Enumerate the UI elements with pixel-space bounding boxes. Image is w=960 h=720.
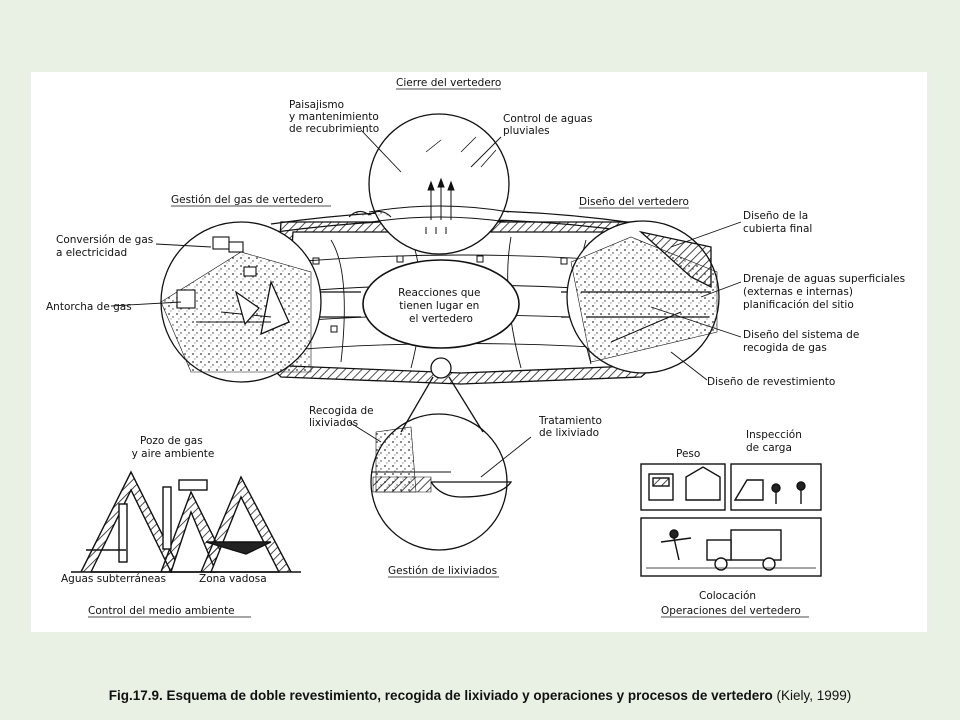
label-landscaping: Paisajismo y mantenimiento de recubrimie… bbox=[289, 99, 382, 135]
landfill-diagram: Cierre del vertedero Gestión del gas de … bbox=[46, 77, 908, 618]
caption-main: Fig.17.9. Esquema de doble revestimiento… bbox=[108, 688, 773, 703]
title-gas-management: Gestión del gas de vertedero bbox=[171, 194, 323, 206]
label-gas-conversion: Conversión de gas a electricidad bbox=[56, 234, 157, 259]
center-ellipse bbox=[362, 259, 520, 349]
title-closure: Cierre del vertedero bbox=[396, 77, 501, 89]
label-stormwater: Control de aguas pluviales bbox=[503, 113, 596, 137]
label-final-cover: Diseño de la cubierta final bbox=[743, 210, 812, 235]
label-gas-collection-design: Diseño del sistema de recogida de gas bbox=[743, 329, 863, 354]
title-landfill-operations: Operaciones del vertedero bbox=[661, 605, 801, 617]
title-leachate-management: Gestión de lixiviados bbox=[388, 565, 497, 577]
label-leachate-treatment: Tratamiento de lixiviado bbox=[538, 415, 605, 439]
label-weight: Peso bbox=[676, 448, 700, 460]
figure-caption: Fig.17.9. Esquema de doble revestimiento… bbox=[0, 688, 960, 703]
label-liner-design: Diseño de revestimiento bbox=[707, 376, 835, 388]
label-surface-drainage: Drenaje de aguas superficiales (externas… bbox=[743, 273, 908, 311]
center-text: Reacciones que tienen lugar en el verted… bbox=[398, 287, 484, 325]
label-load-inspection: Inspección de carga bbox=[746, 429, 805, 454]
label-placement: Colocación bbox=[699, 590, 756, 602]
diagram-panel: Cierre del vertedero Gestión del gas de … bbox=[31, 72, 927, 632]
environment-triangles bbox=[71, 470, 301, 573]
title-landfill-design: Diseño del vertedero bbox=[579, 196, 689, 208]
title-environment-control: Control del medio ambiente bbox=[88, 605, 235, 617]
label-groundwater: Aguas subterráneas bbox=[61, 573, 166, 585]
label-gas-well: Pozo de gas y aire ambiente bbox=[132, 435, 215, 460]
caption-citation: (Kiely, 1999) bbox=[776, 688, 852, 703]
label-vadose-zone: Zona vadosa bbox=[199, 573, 267, 585]
label-leachate-collection: Recogida de lixiviados bbox=[309, 405, 377, 429]
operations-boxes bbox=[640, 463, 822, 577]
label-gas-flare: Antorcha de gas bbox=[46, 301, 132, 313]
